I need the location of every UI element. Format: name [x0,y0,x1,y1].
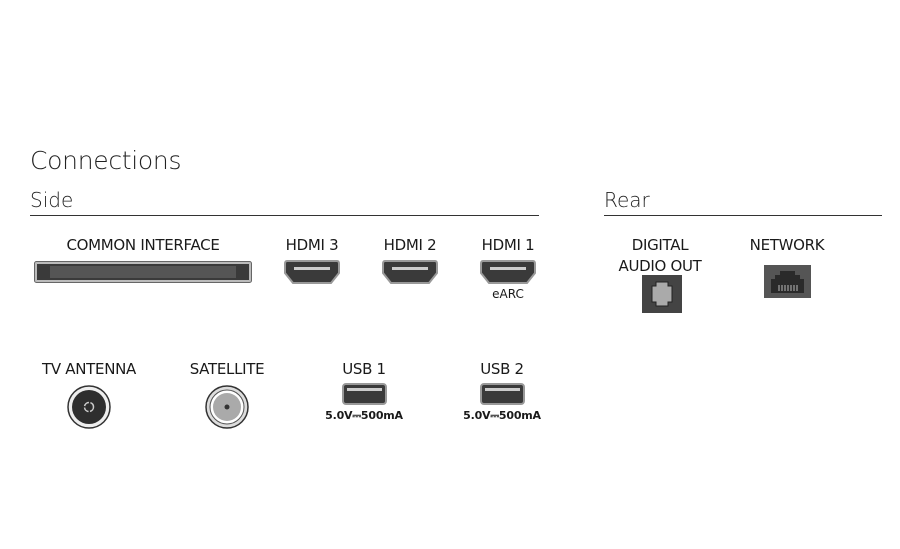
digital-audio-label-2: AUDIO OUT [618,257,702,275]
ethernet-port-icon [764,265,811,298]
hdmi1-label: HDMI 1 [481,236,535,254]
ci-slot-icon [34,261,252,283]
antenna-label: TV ANTENNA [41,360,137,378]
optical-port-icon [642,275,682,313]
rear-divider [604,215,882,216]
usb2-rating: 5.0V⎓500mA [463,409,541,422]
usb2-label: USB 2 [480,360,524,378]
digital-audio-label-1: DIGITAL [631,236,689,254]
satellite-label: SATELLITE [189,360,265,378]
ci-label: COMMON INTERFACE [66,236,220,254]
network-label: NETWORK [749,236,825,254]
rear-heading: Rear [604,188,650,212]
usb-port-icon [480,383,525,405]
hdmi-port-icon [480,260,536,284]
antenna-port-icon [67,385,111,429]
usb-port-icon [342,383,387,405]
side-heading: Side [30,188,74,212]
hdmi-port-icon [284,260,340,284]
usb1-label: USB 1 [342,360,386,378]
usb1-rating: 5.0V⎓500mA [325,409,403,422]
page-title: Connections [30,146,182,175]
satellite-port-icon [205,385,249,429]
hdmi2-label: HDMI 2 [383,236,437,254]
hdmi3-label: HDMI 3 [285,236,339,254]
hdmi-port-icon [382,260,438,284]
earc-note: eARC [492,287,524,301]
side-divider [30,215,539,216]
